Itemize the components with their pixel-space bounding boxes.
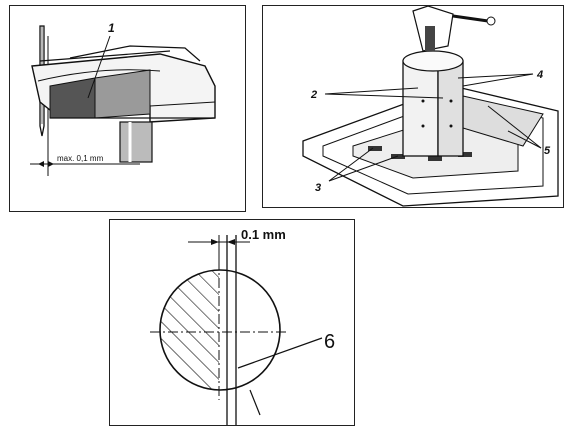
callout-1-label: 1 xyxy=(108,21,115,35)
presser-column-top xyxy=(402,50,464,72)
measure-arrow-right xyxy=(48,161,54,167)
arm-knob xyxy=(486,16,496,26)
callout-6-tail xyxy=(249,389,261,416)
clearance-detail-panel: 0.1 mm 6 xyxy=(109,219,355,426)
callout-2-label: 2 xyxy=(310,89,317,101)
bobbin-case-top xyxy=(69,45,201,62)
dimension-label: 0.1 mm xyxy=(241,227,286,242)
dimension-arrow-left xyxy=(211,239,219,245)
measure-label: max. 0,1 mm xyxy=(57,154,104,163)
needle-clamp xyxy=(425,26,435,51)
slot-3 xyxy=(428,156,442,161)
slot-1 xyxy=(368,146,382,151)
callout-6-leader xyxy=(237,337,323,369)
hook-top-edge xyxy=(39,50,171,62)
hook-shaft xyxy=(119,121,153,163)
measure-arrow-left xyxy=(38,161,44,167)
callout-4-label: 4 xyxy=(536,69,543,81)
hook-rim-line xyxy=(149,101,216,107)
callout-2-leader-b xyxy=(324,93,444,99)
callout-4-leader-b xyxy=(462,73,534,87)
machine-view-drawing: 2 3 4 5 xyxy=(302,6,559,207)
screw-dot-2 xyxy=(421,124,425,128)
screw-dot-1 xyxy=(421,99,425,103)
screw-dot-3 xyxy=(449,99,453,103)
arm-rod xyxy=(452,14,489,23)
dimension-arrow-right xyxy=(227,239,235,245)
callout-3-label: 3 xyxy=(315,182,321,194)
callout-5-label: 5 xyxy=(544,145,551,157)
callout-6-label: 6 xyxy=(324,331,335,353)
screw-dot-4 xyxy=(449,124,453,128)
hook-mid-part xyxy=(94,69,151,119)
machine-view-panel: 2 3 4 5 xyxy=(262,5,564,208)
hook-point-curve xyxy=(37,69,161,82)
hook-view-panel: 1 max. 0,1 mm xyxy=(9,5,246,212)
callout-2-leader-a xyxy=(324,87,419,95)
slot-4 xyxy=(458,152,472,157)
callout-4-leader-a xyxy=(457,73,534,79)
presser-column-left xyxy=(402,60,439,157)
callout-5-leader-b xyxy=(507,130,542,149)
callout-1-leader xyxy=(87,35,111,99)
hook-view-drawing: 1 max. 0,1 mm xyxy=(30,21,216,176)
hook-circle xyxy=(159,269,281,391)
callout-5-leader-a xyxy=(487,105,542,149)
clearance-detail-drawing: 0.1 mm 6 xyxy=(150,227,335,425)
callout-3-leader-a xyxy=(328,147,374,182)
presser-column-right xyxy=(437,60,464,157)
callout-3-leader-b xyxy=(328,155,399,182)
